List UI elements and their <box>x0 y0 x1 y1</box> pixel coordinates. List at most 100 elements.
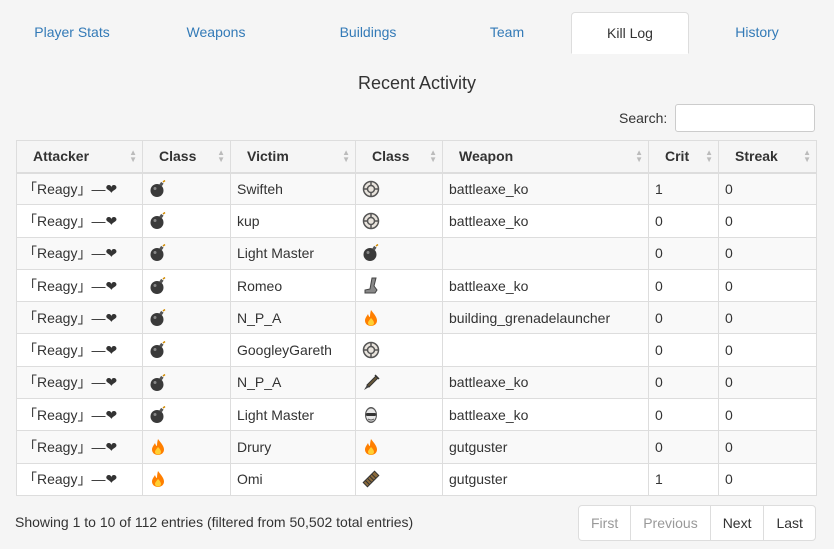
victim-class-cell <box>355 171 443 206</box>
flame-icon <box>149 470 167 488</box>
crosshair-icon <box>362 180 380 198</box>
page-last-button[interactable]: Last <box>776 515 803 531</box>
tab-player-stats[interactable]: Player Stats <box>34 24 110 40</box>
victim-cell: Drury <box>230 430 356 464</box>
victim-class-cell <box>355 430 443 464</box>
bomb-icon <box>149 244 167 262</box>
flame-icon <box>362 438 380 456</box>
streak-cell: 0 <box>718 171 817 206</box>
header-attacker[interactable]: Attacker▲▼ <box>16 140 143 174</box>
attacker-cell: 「Reagy」—❤ <box>16 365 143 400</box>
streak-cell: 0 <box>718 333 817 367</box>
attacker-cell: 「Reagy」—❤ <box>16 462 143 496</box>
table-header-row: Attacker▲▼ Class ▲▼ Victim ▲▼ Class ▲▼ Weapon ▲▼… <box>16 140 817 174</box>
search-input[interactable] <box>675 104 815 132</box>
attacker-class-cell <box>142 462 231 496</box>
weapon-cell: battleaxe_ko <box>442 365 649 400</box>
attacker-cell: 「Reagy」—❤ <box>16 268 143 303</box>
header-attacker-class[interactable]: Class ▲▼ <box>142 140 231 174</box>
ammo-belt-icon <box>362 470 380 488</box>
header-victim[interactable]: Victim ▲▼ <box>230 140 356 174</box>
victim-class-cell <box>355 268 443 303</box>
page-next-button[interactable]: Next <box>711 506 765 540</box>
tab-buildings[interactable]: Buildings <box>339 24 397 40</box>
victim-class-cell <box>355 204 443 238</box>
sort-icon: ▲▼ <box>342 148 350 164</box>
victim-cell: GoogleyGareth <box>230 333 356 367</box>
crit-cell: 0 <box>648 333 719 367</box>
victim-class-cell <box>355 333 443 367</box>
tab-team[interactable]: Team <box>489 24 525 40</box>
header-victim-class[interactable]: Class ▲▼ <box>355 140 443 174</box>
header-crit[interactable]: Crit▲▼ <box>648 140 719 174</box>
victim-class-cell <box>355 398 443 432</box>
weapon-cell: gutguster <box>442 430 649 464</box>
victim-class-cell <box>355 462 443 496</box>
sort-icon: ▲▼ <box>429 148 437 164</box>
weapon-cell: battleaxe_ko <box>442 268 649 303</box>
victim-class-cell <box>355 301 443 335</box>
victim-cell: N_P_A <box>230 301 356 335</box>
sort-icon: ▲▼ <box>635 148 643 164</box>
victim-cell: Swifteh <box>230 171 356 206</box>
flame-icon <box>362 309 380 326</box>
header-label: Class <box>159 148 197 165</box>
crit-cell: 0 <box>648 268 719 303</box>
tab-kill-log[interactable]: Kill Log <box>571 12 689 54</box>
crosshair-icon <box>362 212 380 230</box>
crit-cell: 0 <box>648 236 719 270</box>
weapon-cell: battleaxe_ko <box>442 204 649 238</box>
boot-icon <box>362 276 380 294</box>
header-streak[interactable]: Streak▲▼ <box>718 140 817 174</box>
attacker-cell: 「Reagy」—❤ <box>16 430 143 464</box>
page-previous-button[interactable]: Previous <box>631 506 711 540</box>
attacker-class-cell <box>142 398 231 432</box>
header-label: Victim <box>247 148 289 165</box>
kill-log-panel: Recent Activity Search: Attacker▲▼Class▲… <box>6 54 828 549</box>
bomb-icon <box>149 276 167 294</box>
victim-class-cell <box>355 236 443 270</box>
bomb-icon <box>149 405 167 423</box>
flame-icon <box>149 438 167 456</box>
weapon-cell: battleaxe_ko <box>442 398 649 432</box>
streak-cell: 0 <box>718 398 817 432</box>
spy-mask-icon <box>362 406 380 423</box>
attacker-class-cell <box>142 430 231 464</box>
header-label: Class <box>372 148 410 165</box>
tab-weapons[interactable]: Weapons <box>186 24 246 40</box>
attacker-class-cell <box>142 333 231 367</box>
attacker-cell: 「Reagy」—❤ <box>16 333 143 367</box>
tab-history[interactable]: History <box>735 24 779 40</box>
sort-icon: ▲▼ <box>217 148 225 164</box>
streak-cell: 0 <box>718 301 817 335</box>
header-label: Weapon <box>459 148 514 165</box>
bomb-icon <box>149 341 167 359</box>
victim-cell: kup <box>230 204 356 238</box>
page-title: Recent Activity <box>357 73 477 93</box>
streak-cell: 0 <box>718 365 817 400</box>
victim-cell: Light Master <box>230 398 356 432</box>
page-first-button[interactable]: First <box>579 506 632 540</box>
attacker-cell: 「Reagy」—❤ <box>16 301 143 335</box>
bomb-icon <box>149 212 167 230</box>
attacker-class-cell <box>142 236 231 270</box>
tab-bar: Player Stats Weapons Buildings Team Kill… <box>6 12 828 55</box>
weapon-cell: gutguster <box>442 462 649 496</box>
header-weapon[interactable]: Weapon ▲▼ <box>442 140 649 174</box>
crit-cell: 1 <box>648 462 719 496</box>
header-label: Crit <box>665 148 690 165</box>
attacker-class-cell <box>142 365 231 400</box>
attacker-class-cell <box>142 171 231 206</box>
bomb-icon <box>149 180 167 198</box>
header-label: Attacker <box>33 148 90 165</box>
